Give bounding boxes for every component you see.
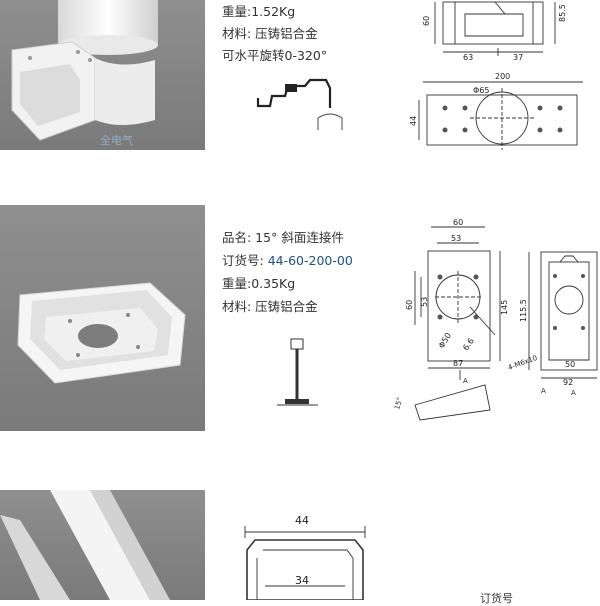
dim-15-deg: 15°: [393, 396, 404, 410]
dim-63: 63: [463, 53, 473, 62]
technical-drawing-2b: 115.5 4-M6x10 50 92: [507, 251, 598, 387]
order-number-label: 订货号:: [222, 253, 268, 268]
section-label-a-left: A: [541, 387, 546, 395]
dim-phi-50: Φ50: [437, 331, 453, 350]
technical-drawing-2a: 60 53 60 53 145 Φ50 6.6 87 15° A: [393, 218, 509, 421]
technical-drawing-1: 60 85.5 63 37 200 Φ65 44: [409, 1, 583, 150]
dim-4-m6x10: 4-M6x10: [507, 354, 538, 372]
section-label-a-right: A: [571, 389, 576, 397]
spec-rotation: 可水平旋转0-320°: [222, 48, 328, 63]
spec-material: 材料: 压铸铝合金: [222, 26, 318, 41]
dim-92: 92: [563, 378, 573, 387]
spec-weight: 重量:1.52Kg: [222, 4, 296, 19]
spec-product-name: 品名: 15° 斜面连接件: [222, 230, 344, 245]
product-photo-15deg-connector: [0, 205, 205, 431]
watermark: 全电气: [100, 134, 133, 147]
spec-order-number: 订货号: 44-60-200-00: [222, 249, 353, 272]
dim-44: 44: [295, 514, 309, 527]
spec-weight: 重量:0.35Kg: [222, 276, 296, 291]
dim-53-vertical: 53: [420, 297, 429, 307]
dim-60: 60: [422, 16, 431, 26]
spec-material: 材料: 压铸铝合金: [222, 299, 318, 314]
product-section-1: 全电气 重量:1.52Kg 材料: 压铸铝合金 可水平旋转0-320°: [0, 0, 600, 150]
dim-50: 50: [565, 360, 575, 369]
order-number-partial: 订货号: [480, 592, 513, 605]
product-section-2: 品名: 15° 斜面连接件 订货号: 44-60-200-00 重量:0.35K…: [0, 205, 600, 431]
spec-list: 品名: 15° 斜面连接件 订货号: 44-60-200-00 重量:0.35K…: [222, 226, 353, 318]
dim-44: 44: [409, 116, 418, 126]
dim-53: 53: [451, 234, 461, 243]
dim-87: 87: [453, 359, 463, 368]
product-photo-swivel-joint: 全电气: [0, 0, 205, 150]
dim-200: 200: [495, 72, 510, 81]
dim-phi-65: Φ65: [473, 86, 489, 95]
spec-list: 重量:1.52Kg 材料: 压铸铝合金 可水平旋转0-320°: [222, 1, 327, 67]
dim-60-vertical: 60: [405, 300, 414, 310]
product-section-3: 44 34 订货号: [0, 490, 600, 605]
mounting-sketch-2: [277, 338, 318, 406]
dim-6-6: 6.6: [461, 337, 476, 353]
dim-37: 37: [513, 53, 523, 62]
dim-34: 34: [295, 574, 309, 587]
dim-115-5: 115.5: [519, 299, 528, 322]
dim-60: 60: [453, 218, 463, 227]
order-number-value: 44-60-200-00: [267, 253, 353, 268]
technical-drawing-3: 44 34: [244, 514, 366, 600]
dim-145: 145: [500, 300, 509, 315]
mounting-sketch-1: [256, 78, 343, 130]
section-label-a: A: [463, 377, 468, 385]
dim-85-5: 85.5: [558, 4, 567, 22]
product-photo-arm: [0, 490, 205, 600]
